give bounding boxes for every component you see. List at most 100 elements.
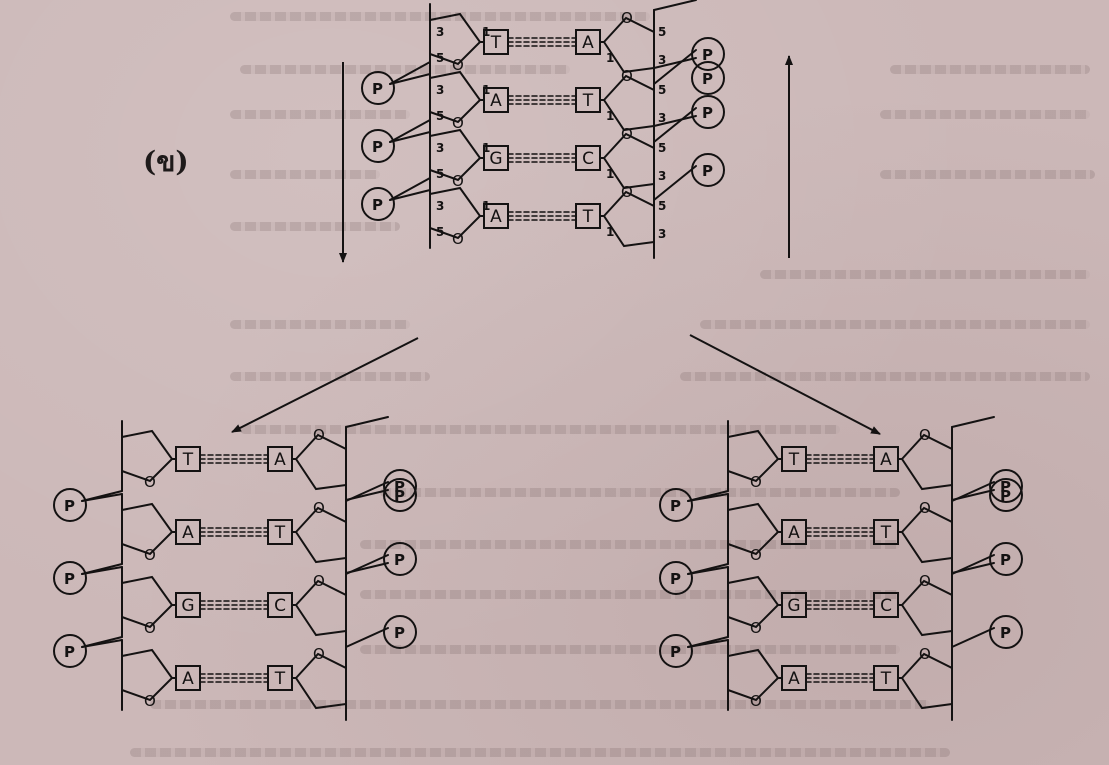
phosphate-label: P — [1000, 551, 1011, 569]
sugar-ring-left — [727, 502, 780, 556]
replication-arrows — [231, 55, 881, 435]
ring-oxygen-label: O — [919, 426, 931, 444]
base-letter: C — [880, 596, 892, 616]
replication-arrow-right — [689, 334, 881, 435]
phosphate-circle — [383, 478, 417, 512]
background-text-line — [230, 320, 410, 329]
ring-oxygen-label: O — [919, 572, 931, 590]
phosphate-circle — [989, 478, 1023, 512]
phosphate-bond — [345, 554, 389, 575]
base-letter: A — [274, 450, 286, 470]
background-text-line — [240, 425, 840, 434]
base-letter: T — [788, 450, 800, 470]
phosphate-bond — [687, 639, 729, 648]
phosphate-label: P — [394, 487, 405, 505]
phosphate-circle — [691, 61, 725, 95]
sugar-ring-left — [727, 648, 780, 702]
phosphate-circle — [53, 488, 87, 522]
phosphate-circle — [383, 615, 417, 649]
base-letter: A — [582, 33, 594, 53]
base-letter: A — [880, 450, 892, 470]
phosphate-bond — [389, 119, 431, 143]
phosphate-bond — [687, 566, 729, 575]
carbon-number: 1 — [482, 141, 490, 155]
background-text-line — [680, 372, 1090, 381]
background-text-line — [230, 12, 650, 21]
phosphate-circle — [989, 615, 1023, 649]
carbon-number: 3 — [658, 169, 666, 183]
ring-oxygen-label: O — [313, 499, 325, 517]
phosphate-bond — [951, 554, 995, 575]
ring-oxygen-label: O — [919, 645, 931, 663]
base-letter: T — [582, 91, 594, 111]
ring-oxygen-label: O — [750, 473, 762, 491]
phosphate-bond — [389, 177, 431, 201]
phosphate-bond — [951, 627, 995, 648]
sugar-ring-left — [121, 429, 174, 483]
phosphate-circle — [383, 469, 417, 503]
ring-oxygen-label: O — [144, 619, 156, 637]
phosphate-circle — [659, 634, 693, 668]
phosphate-bond — [389, 131, 431, 143]
ring-oxygen-label: O — [750, 692, 762, 710]
phosphate-bond — [81, 639, 123, 648]
phosphate-label: P — [372, 196, 383, 214]
sugar-ring-right — [900, 579, 953, 637]
sugar-ring-right — [294, 652, 347, 710]
phosphate-label: P — [702, 46, 713, 64]
phosphate-label: P — [372, 80, 383, 98]
ring-oxygen-label: O — [919, 499, 931, 517]
carbon-number: 5 — [436, 167, 444, 181]
background-text-line — [150, 700, 930, 709]
phosphate-circle — [53, 634, 87, 668]
phosphate-label: P — [670, 643, 681, 661]
sugar-ring-right — [602, 190, 655, 248]
phosphate-circle — [659, 561, 693, 595]
phosphate-label: P — [1000, 478, 1011, 496]
sugar-ring-left — [429, 186, 482, 240]
phosphate-bond — [653, 115, 697, 127]
background-text-line — [880, 170, 1095, 179]
base-letter: A — [788, 523, 800, 543]
carbon-number: 3 — [436, 199, 444, 213]
base-letter: G — [181, 596, 194, 616]
sugar-ring-right — [602, 132, 655, 190]
carbon-number: 1 — [482, 199, 490, 213]
carbon-number: 5 — [658, 25, 666, 39]
panel-label: (ข) — [143, 145, 189, 178]
carbon-number: 5 — [436, 109, 444, 123]
ring-oxygen-label: O — [144, 473, 156, 491]
phosphate-label: P — [670, 570, 681, 588]
base-letter: A — [182, 669, 194, 689]
phosphate-bond — [653, 107, 697, 143]
carbon-number: 5 — [658, 199, 666, 213]
phosphate-label: P — [394, 478, 405, 496]
base-letter: C — [274, 596, 286, 616]
base-letter: G — [489, 149, 502, 169]
carbon-number: 3 — [436, 141, 444, 155]
base-letter: T — [582, 207, 594, 227]
background-text-line — [230, 110, 410, 119]
phosphate-label: P — [394, 551, 405, 569]
phosphate-bond — [951, 481, 995, 502]
sugar-ring-right — [602, 74, 655, 132]
phosphate-label: P — [372, 138, 383, 156]
sugar-ring-right — [294, 433, 347, 491]
carbon-number: 5 — [658, 83, 666, 97]
ring-oxygen-label: O — [621, 183, 633, 201]
sugar-ring-left — [429, 12, 482, 66]
phosphate-bond — [653, 49, 697, 85]
carbon-number: 3 — [436, 25, 444, 39]
phosphate-label: P — [1000, 624, 1011, 642]
base-letter: T — [490, 33, 502, 53]
replication-arrow-left — [231, 337, 419, 433]
phosphate-circle — [361, 71, 395, 105]
phosphate-label: P — [64, 570, 75, 588]
phosphate-label: P — [670, 497, 681, 515]
carbon-number: 1 — [606, 109, 614, 123]
base-letter: T — [274, 523, 286, 543]
